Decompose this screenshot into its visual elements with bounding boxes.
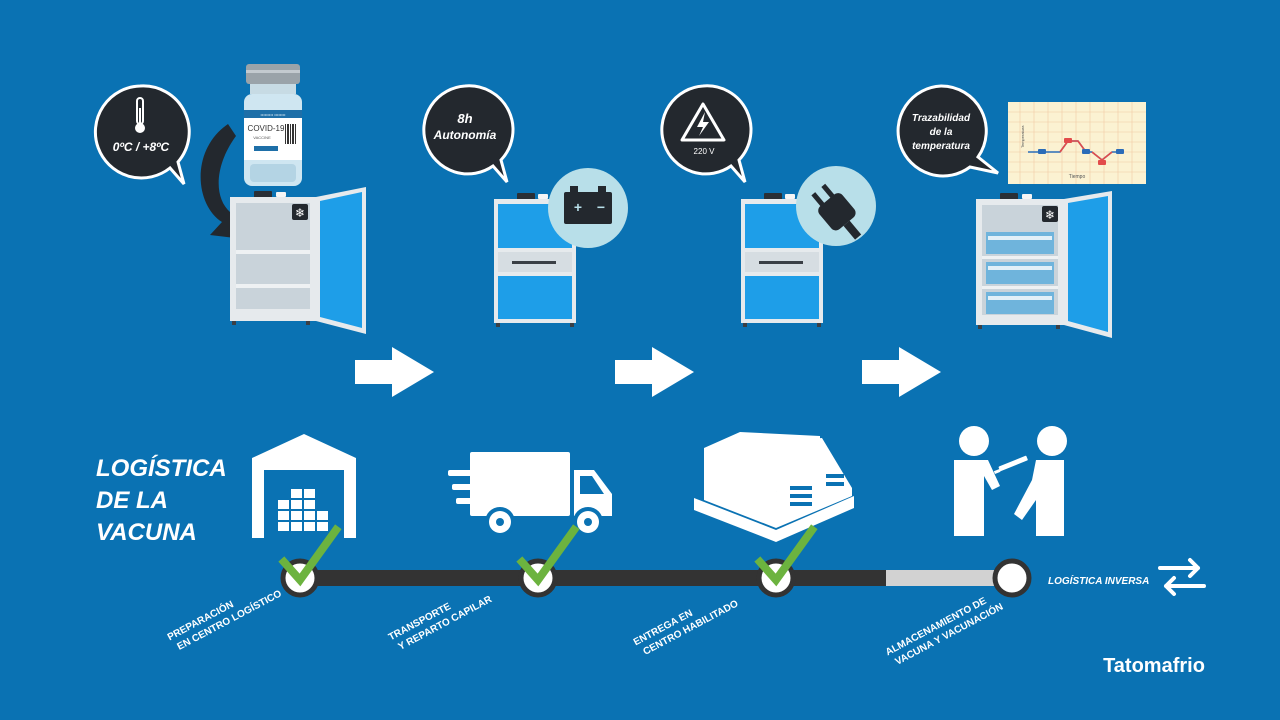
step-label-storage: ALMACENAMIENTO DE VACUNA Y VACUNACIÓN <box>884 596 1006 668</box>
trace-line2: de la <box>930 127 953 138</box>
autonomy-hours: 8h <box>457 111 472 126</box>
step-label-transport: TRANSPORTE Y REPARTO CAPILAR <box>387 594 495 653</box>
refrigerator-open-empty: ❄ <box>230 187 366 334</box>
high-voltage-icon <box>680 102 726 142</box>
arrow-right-icon <box>615 347 694 397</box>
traceability-bubble: Trazabilidad de la temperatura <box>896 84 999 178</box>
mini-chart-y-label: Temperatura <box>1020 125 1025 148</box>
trace-line1: Trazabilidad <box>912 113 971 124</box>
check-icon <box>516 524 580 587</box>
vaccine-vial: ••••••••• •••••••• COVID-19 VACCINE <box>244 64 302 186</box>
truck-icon <box>448 452 612 537</box>
vial-label-top: ••••••••• •••••••• <box>261 112 287 117</box>
timeline-node <box>992 558 1032 598</box>
battery-icon: + − <box>548 168 628 248</box>
plug-icon <box>796 166 876 246</box>
vial-brand: COVID-19 <box>248 124 285 133</box>
timeline <box>300 570 1012 586</box>
temperature-bubble: 0ºC / +8ºC <box>93 84 191 185</box>
check-icon <box>278 524 342 587</box>
autonomy-bubble: 8h Autonomía <box>422 84 515 183</box>
snowflake-icon: ❄ <box>295 206 305 220</box>
arrow-right-icon <box>862 347 941 397</box>
temperature-range-label: 0ºC / +8ºC <box>113 140 170 154</box>
mini-chart-x-label: Tiempo <box>1069 174 1086 180</box>
warehouse-icon <box>252 434 356 538</box>
trace-line3: temperatura <box>912 141 970 152</box>
voltage-bubble: 220 V <box>660 84 753 183</box>
building-icon <box>694 432 854 633</box>
diagram-title: LOGÍSTICA DE LA VACUNA <box>96 454 227 546</box>
thermometer-icon <box>135 97 145 133</box>
vaccination-icon <box>954 426 1067 536</box>
step-label-line2: VACUNA Y VACUNACIÓN <box>893 600 1006 668</box>
temperature-trace-chart: Temperatura Tiempo <box>1008 102 1146 184</box>
reverse-logistics-label: LOGÍSTICA INVERSA <box>1048 574 1149 587</box>
title-line2: DE LA <box>96 487 168 514</box>
reverse-arrows-icon <box>1158 558 1206 596</box>
title-line1: LOGÍSTICA <box>96 454 227 482</box>
arrow-right-icon <box>355 347 434 397</box>
check-icon <box>754 524 818 587</box>
step-label-preparation: PREPARACIÓN EN CENTRO LOGÍSTICO <box>165 586 284 652</box>
snowflake-icon: ❄ <box>1045 208 1055 222</box>
vial-sub: VACCINE <box>253 135 271 140</box>
step-label-delivery: ENTREGA EN CENTRO HABILITADO <box>632 598 741 658</box>
svg-text:−: − <box>597 199 605 215</box>
refrigerator-open-full: ❄ <box>976 191 1112 338</box>
brand-logo: Tatomafrio <box>1103 655 1205 677</box>
autonomy-label: Autonomía <box>433 128 497 142</box>
title-line3: VACUNA <box>96 519 197 546</box>
voltage-label: 220 V <box>694 147 716 156</box>
svg-text:+: + <box>574 199 582 215</box>
